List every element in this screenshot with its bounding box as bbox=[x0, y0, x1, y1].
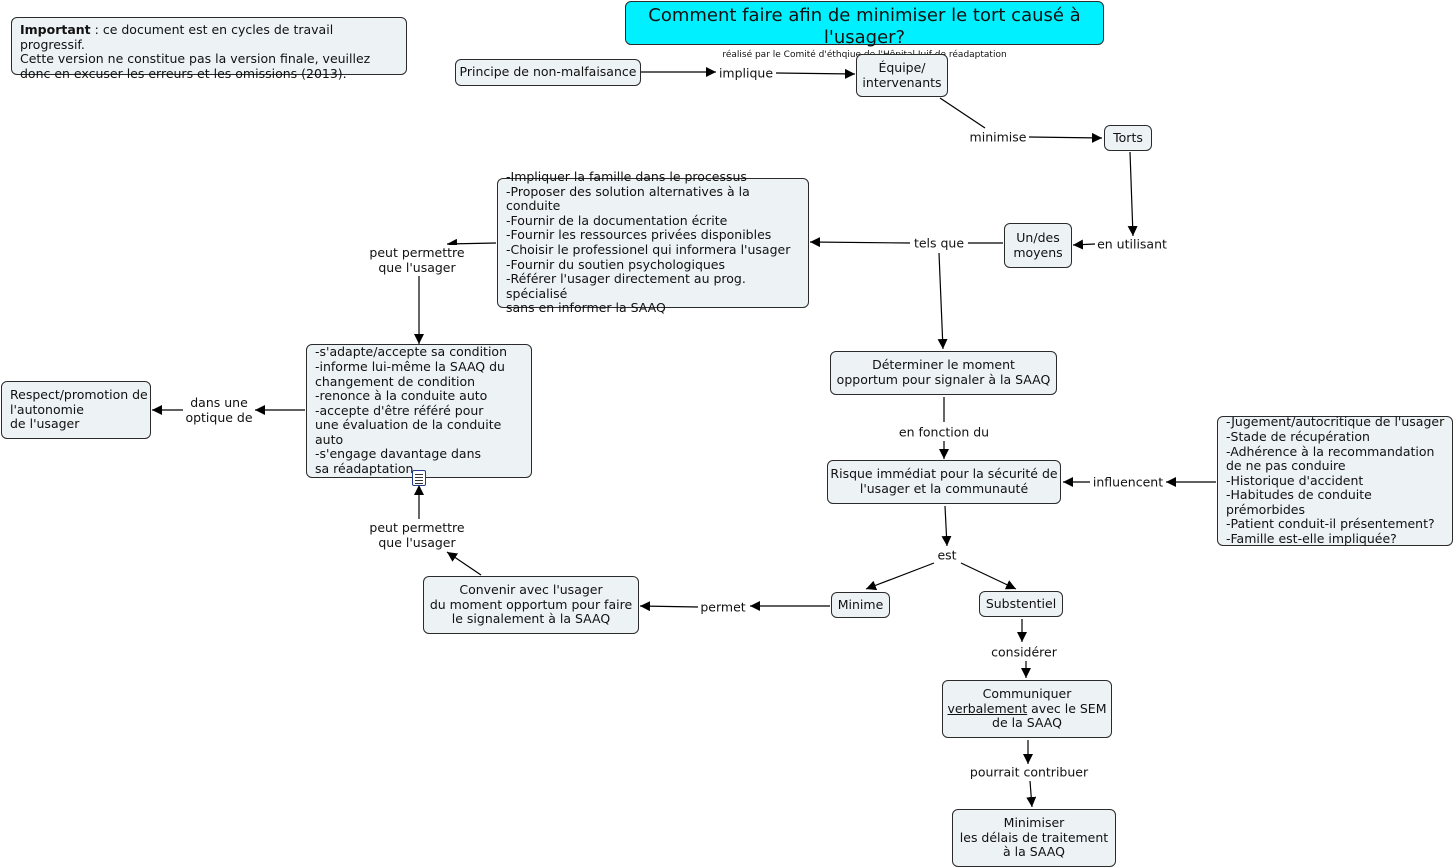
node-minimiser[interactable]: Minimiser les délais de traitement à la … bbox=[952, 809, 1116, 867]
link-label-pourrait-contribuer: pourrait contribuer bbox=[969, 764, 1089, 780]
connector-actions-peutpermettre bbox=[446, 238, 497, 249]
node-usager-actions[interactable]: -s'adapte/accepte sa condition -informe … bbox=[306, 344, 532, 478]
node-convenir[interactable]: Convenir avec l'usager du moment opportu… bbox=[423, 576, 639, 634]
communiquer-underlined: verbalement bbox=[947, 700, 1028, 716]
connector-implique-equipe bbox=[775, 68, 856, 79]
link-label-en-fonction-du: en fonction du bbox=[898, 424, 990, 440]
link-label-minimise: minimise bbox=[969, 129, 1027, 145]
note-text: : ce document est en cycles de travail p… bbox=[20, 22, 371, 81]
connector-pourrait-minimiser bbox=[1026, 780, 1037, 808]
connector-telsque-determiner bbox=[937, 252, 948, 350]
connector-equipe-minimise bbox=[939, 97, 986, 129]
map-title: Comment faire afin de minimiser le tort … bbox=[648, 5, 1081, 48]
node-principe[interactable]: Principe de non-malfaisance bbox=[455, 59, 641, 86]
node-communiquer[interactable]: Communiquer verbalement avec le SEM de l… bbox=[942, 680, 1112, 738]
link-label-peut-permettre-1: peut permettre que l'usager bbox=[369, 245, 465, 275]
connector-minimise-torts bbox=[1028, 132, 1103, 143]
connector-telsque-actions bbox=[809, 237, 911, 248]
link-label-implique: implique bbox=[718, 65, 774, 81]
node-respect[interactable]: Respect/promotion de l'autonomie de l'us… bbox=[1, 381, 151, 439]
node-determiner[interactable]: Déterminer le moment opportum pour signa… bbox=[830, 351, 1057, 395]
node-equipe[interactable]: Équipe/ intervenants bbox=[856, 54, 948, 97]
note-bold: Important bbox=[20, 22, 91, 37]
document-icon[interactable] bbox=[412, 470, 426, 486]
link-label-influencent: influencent bbox=[1092, 474, 1164, 490]
connector-est-minime bbox=[865, 562, 935, 591]
communiquer-line1: Communiquer bbox=[982, 686, 1072, 702]
connector-permet-convenir bbox=[639, 601, 699, 612]
node-risque[interactable]: Risque immédiat pour la sécurité de l'us… bbox=[827, 460, 1061, 504]
node-substentiel[interactable]: Substentiel bbox=[979, 591, 1063, 617]
link-label-considerer: considérer bbox=[991, 644, 1057, 660]
link-label-tels-que: tels que bbox=[913, 235, 965, 251]
map-title-box: Comment faire afin de minimiser le tort … bbox=[625, 1, 1104, 60]
connector-risque-est bbox=[941, 505, 952, 547]
link-label-peut-permettre-2: peut permettre que l'usager bbox=[369, 520, 465, 550]
connector-est-substentiel bbox=[960, 562, 1017, 590]
link-label-dans-une-optique: dans une optique de bbox=[185, 395, 253, 425]
node-torts[interactable]: Torts bbox=[1104, 125, 1152, 151]
connector-convenir-peutpermettre bbox=[446, 551, 482, 576]
connector-enutilisant-moyens bbox=[1072, 239, 1096, 250]
communiquer-rest: avec le SEM de la SAAQ bbox=[992, 700, 1107, 731]
node-facteurs-list[interactable]: -Jugement/autocritique de l'usager -Stad… bbox=[1217, 415, 1453, 546]
node-actions-list[interactable]: -Impliquer la famille dans le processus … bbox=[497, 169, 809, 315]
link-label-est: est bbox=[937, 547, 957, 563]
node-moyens[interactable]: Un/des moyens bbox=[1004, 223, 1072, 268]
link-label-permet: permet bbox=[700, 599, 746, 615]
link-label-en-utilisant: en utilisant bbox=[1097, 236, 1167, 252]
important-note: Important : ce document est en cycles de… bbox=[11, 17, 407, 81]
connector-torts-enutilisant bbox=[1127, 151, 1138, 237]
node-minime[interactable]: Minime bbox=[831, 592, 890, 618]
